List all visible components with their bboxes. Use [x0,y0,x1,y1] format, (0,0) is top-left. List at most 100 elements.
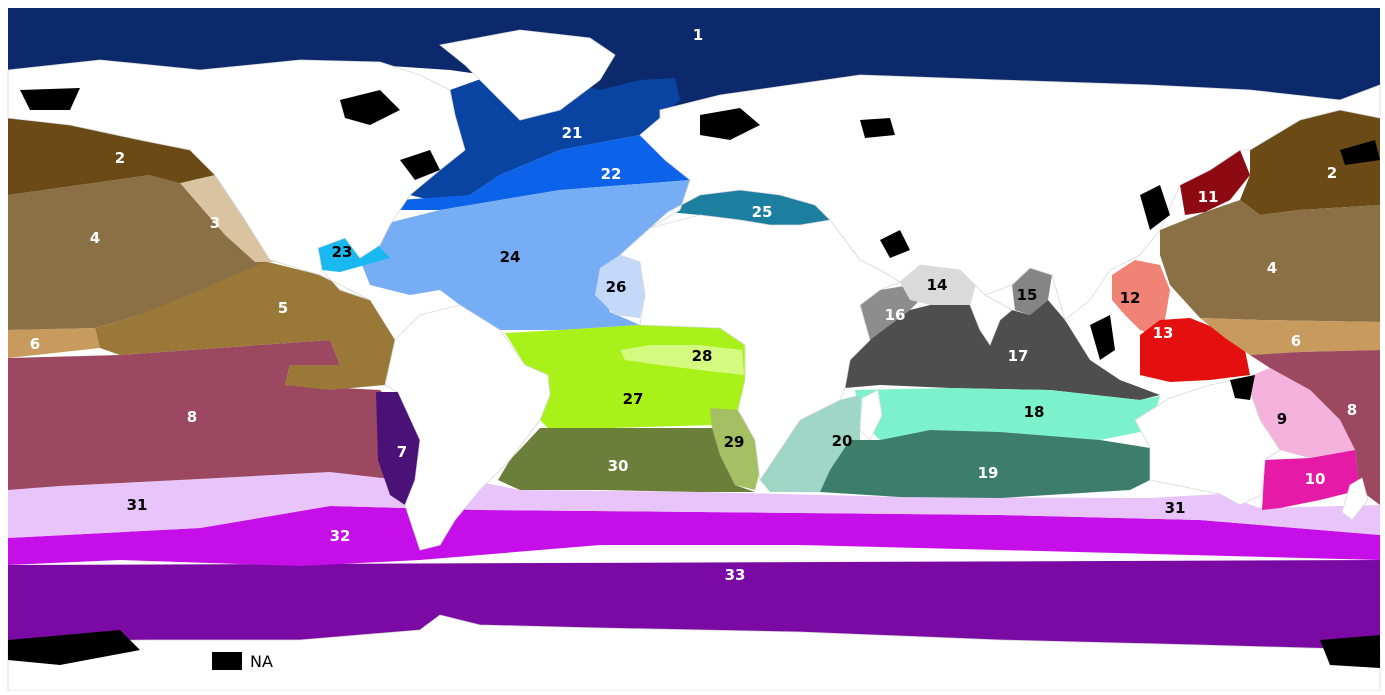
region-label: 20 [832,432,853,450]
land-india [969,284,1013,346]
region-label: 22 [601,165,622,183]
region-14 [900,265,975,305]
region-19 [820,430,1150,498]
region-28 [620,345,744,375]
region-label: 19 [978,464,999,482]
land-australia [1134,377,1281,506]
region-label: 6 [30,335,40,353]
region-label: 6 [1291,332,1301,350]
na-area [1090,315,1115,360]
land-masses [7,29,1381,692]
region-1 [8,8,1380,110]
region-8-east [1250,350,1380,505]
region-8-west [8,340,400,490]
region-label: 28 [692,347,713,365]
region-label: 29 [724,433,745,451]
region-label: 26 [606,278,627,296]
region-2-west [8,118,215,195]
region-label: 25 [752,203,773,221]
legend: NA [212,652,273,671]
region-label: 15 [1017,286,1038,304]
region-12 [1112,260,1170,335]
land-north-america [7,59,466,301]
land-greenland [439,29,616,121]
legend-na-label: NA [250,652,273,671]
land-new-zealand [1341,477,1369,521]
region-label: 7 [397,443,407,461]
region-11 [1180,150,1250,215]
region-label: 33 [725,566,746,584]
region-30 [498,428,755,492]
region-label: 4 [1267,259,1277,277]
region-18 [855,388,1160,440]
region-label: 9 [1277,410,1287,428]
land-antarctica [7,614,1381,692]
region-22 [400,135,690,210]
region-15 [1012,268,1052,315]
na-area [1320,635,1380,668]
region-26 [595,255,645,318]
na-area [8,630,140,665]
land-eurasia [639,74,1381,321]
region-label: 31 [127,496,148,514]
region-label: 12 [1120,289,1141,307]
region-25 [668,190,830,225]
region-10 [1262,450,1360,510]
na-area [400,150,440,180]
region-label: 23 [332,243,353,261]
region-2-east [1240,110,1380,215]
region-17 [845,295,1160,400]
region-label: 13 [1153,324,1174,342]
region-label: 31 [1165,499,1186,517]
region-20 [760,395,860,492]
region-label: 8 [187,408,197,426]
na-area [700,108,760,140]
region-6-west [8,328,100,358]
region-3 [180,175,275,262]
legend-na-swatch [212,652,242,670]
na-area [340,90,400,125]
region-7 [376,392,420,505]
region-label: 10 [1305,470,1326,488]
land-madagascar [859,389,883,441]
region-24 [360,180,690,330]
region-6-east [1200,318,1380,355]
region-4-east [1160,200,1380,322]
region-16 [860,285,925,345]
region-9 [1245,368,1355,458]
na-areas [8,88,1380,668]
na-area [1340,140,1380,165]
na-area [880,230,910,258]
na-area [1140,185,1170,230]
region-4-west [8,175,270,330]
region-21 [410,65,680,200]
region-label: 21 [562,124,583,142]
region-label: 32 [330,527,351,545]
region-5 [95,260,395,390]
region-label: 5 [278,299,288,317]
region-label: 8 [1347,401,1357,419]
region-label: 2 [1327,164,1337,182]
na-area [1230,375,1255,400]
land-africa [619,214,901,482]
na-area [860,118,895,138]
region-29 [710,408,760,490]
region-labels: 1 2 2 3 4 4 5 6 6 7 8 8 9 10 11 12 13 14… [30,26,1357,584]
region-label: 14 [927,276,948,294]
region-label: 4 [90,229,100,247]
region-label: 2 [115,149,125,167]
region-label: 27 [623,390,644,408]
region-label: 16 [885,306,906,324]
land-south-america [384,304,551,551]
region-33 [8,560,1380,650]
region-label: 3 [210,214,220,232]
region-label: 24 [500,248,521,266]
region-label: 11 [1198,188,1219,206]
region-label: 18 [1024,403,1045,421]
region-31 [8,470,1380,538]
region-label: 17 [1008,347,1029,365]
region-label: 1 [693,26,703,44]
na-area [20,88,80,110]
